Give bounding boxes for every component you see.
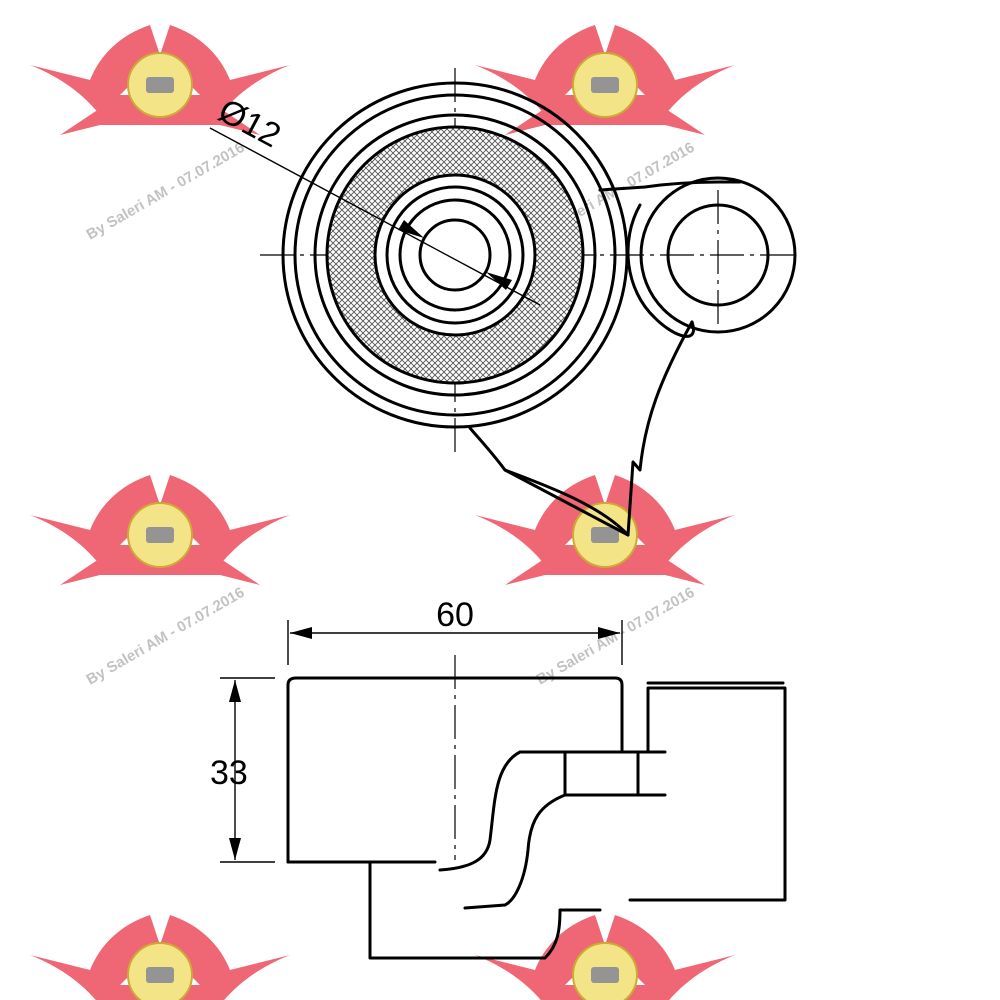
pulley-outer-rim [281, 81, 629, 429]
bushing-outer [398, 198, 512, 312]
height-label: 33 [210, 754, 248, 792]
arm-curve [626, 203, 695, 338]
diameter-arrow [398, 220, 424, 238]
bearing-race-outer [373, 173, 537, 337]
top-view: Ø12 [209, 68, 800, 537]
pivot-boss-hole [666, 203, 770, 307]
width-arrow-left [290, 627, 312, 639]
width-arrow-right [598, 627, 620, 639]
watermark-text: By Saleri AM - 07.07.2016 [84, 584, 248, 688]
side-view: 60 33 [210, 596, 787, 960]
watermark-logo [29, 474, 291, 586]
bore-hole [418, 218, 492, 292]
watermark-logo [474, 24, 736, 136]
pulley-inner-edge [313, 113, 597, 397]
diameter-arrow [486, 272, 512, 290]
pivot-boss-outer [639, 176, 797, 334]
arm-inner-edge [503, 468, 630, 537]
pulley-body [286, 676, 624, 864]
tensioner-arm [468, 180, 742, 537]
height-arrow-bottom [229, 838, 241, 860]
watermark-logo [474, 474, 736, 586]
bracket-profile [628, 686, 787, 902]
watermark-text: By Saleri AM - 07.07.2016 [534, 584, 698, 688]
arm-section [463, 793, 567, 910]
width-label: 60 [436, 596, 474, 634]
arm-foot [368, 860, 602, 960]
diameter-leader [209, 127, 541, 306]
height-arrow-top [229, 680, 241, 702]
watermark-logo [29, 914, 291, 1000]
hub-fillet [438, 750, 522, 872]
hub-outline [518, 750, 667, 797]
watermark-text: By Saleri AM - 07.07.2016 [84, 139, 248, 243]
bearing-race-inner [385, 185, 525, 325]
pulley-rim-step [293, 93, 617, 417]
